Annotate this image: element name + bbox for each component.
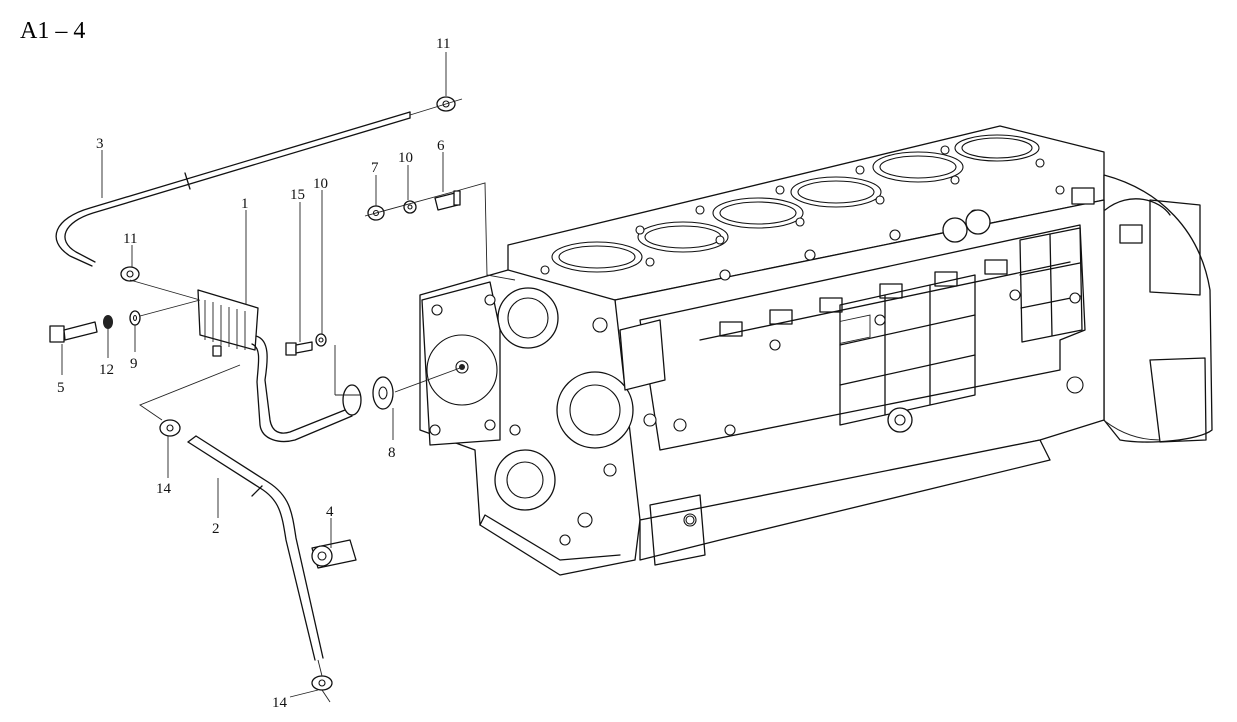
callout-7: 7 <box>371 160 379 176</box>
callout-leaders <box>61 52 447 698</box>
washer-part-12 <box>103 315 113 329</box>
callout-6: 6 <box>437 138 445 154</box>
clip-part-14-lower <box>311 675 333 691</box>
callout-1: 1 <box>241 196 249 212</box>
bolt-part-5 <box>49 321 98 343</box>
callout-14-upper: 14 <box>156 481 172 497</box>
callout-10-top: 10 <box>398 150 413 166</box>
callout-8: 8 <box>388 445 396 461</box>
callout-3: 3 <box>96 136 104 152</box>
callout-10-middle: 10 <box>313 176 328 192</box>
breather-part-1 <box>197 289 362 443</box>
washer-part-10-top <box>403 200 417 214</box>
tube-part-3 <box>55 111 411 267</box>
figure-id: A1 – 4 <box>20 18 85 44</box>
gasket-part-8 <box>372 376 394 410</box>
bolt-part-15 <box>285 341 313 356</box>
bracket-part-4 <box>311 539 357 569</box>
callout-2: 2 <box>212 521 220 537</box>
engine-block <box>419 125 1213 576</box>
washer-part-9 <box>129 310 141 326</box>
callout-9: 9 <box>130 356 138 372</box>
dipstick-part-2 <box>187 435 324 661</box>
callout-11-lower: 11 <box>123 231 137 247</box>
fitting-part-6 <box>434 190 461 211</box>
callout-14-lower: 14 <box>272 695 288 711</box>
clip-part-11-lower <box>120 266 140 282</box>
washer-part-10-middle <box>315 333 327 347</box>
callout-4: 4 <box>326 504 334 520</box>
callout-5: 5 <box>57 380 65 396</box>
clip-part-14-upper <box>159 419 181 437</box>
callout-12: 12 <box>99 362 114 378</box>
callout-15: 15 <box>290 187 305 203</box>
callout-11-top: 11 <box>436 36 450 52</box>
